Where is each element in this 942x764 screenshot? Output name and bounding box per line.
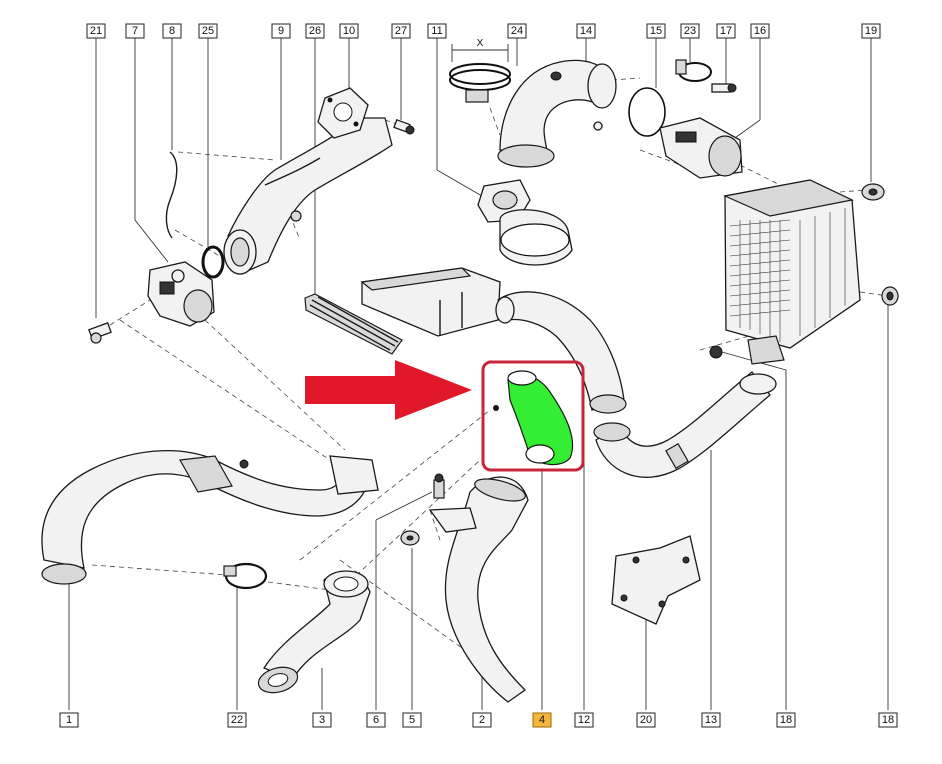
part-clamp-24: X: [449, 38, 511, 103]
part-sensor-16: [659, 117, 743, 179]
part-grommet-18: [881, 286, 899, 306]
callout-9: 9: [271, 23, 291, 39]
part-oring-15: [628, 87, 666, 137]
callout-22: 22: [227, 712, 247, 728]
callout-18: 18: [776, 712, 796, 728]
callout-15: 15: [646, 23, 666, 39]
svg-text:5: 5: [409, 714, 415, 726]
callout-16: 16: [750, 23, 770, 39]
part-hose-1: [41, 450, 379, 585]
svg-text:18: 18: [882, 714, 894, 726]
svg-text:15: 15: [650, 25, 662, 37]
callout-20: 20: [636, 712, 656, 728]
part-grille-26: [304, 293, 403, 355]
part-hose-12: [495, 291, 627, 414]
highlighted-hose-4: [507, 374, 574, 466]
callout-14: 14: [576, 23, 596, 39]
part-grommet-19: [861, 183, 885, 201]
callout-labels: 21 7 8 25 9 26 10 27 11 24 14 15 23 17 1…: [59, 23, 898, 728]
svg-text:19: 19: [865, 25, 877, 37]
svg-text:14: 14: [580, 25, 592, 37]
callout-3: 3: [312, 712, 332, 728]
callout-6: 6: [366, 712, 386, 728]
part-grommet-5: [400, 530, 420, 546]
svg-text:16: 16: [754, 25, 766, 37]
part-clip-23: [675, 59, 712, 82]
svg-text:3: 3: [319, 714, 325, 726]
svg-text:1: 1: [66, 714, 72, 726]
callout-4-highlighted: 4: [532, 712, 552, 728]
svg-text:26: 26: [309, 25, 321, 37]
callout-26: 26: [305, 23, 325, 39]
svg-text:2: 2: [479, 714, 485, 726]
callout-23: 23: [680, 23, 700, 39]
part-clamp-22: [223, 562, 268, 590]
part-valve-7: [147, 261, 215, 327]
callout-18-right: 18: [878, 712, 898, 728]
callout-8: 8: [162, 23, 182, 39]
svg-text:20: 20: [640, 714, 652, 726]
svg-text:25: 25: [202, 25, 214, 37]
callout-24: 24: [507, 23, 527, 39]
svg-text:23: 23: [684, 25, 696, 37]
callout-25: 25: [198, 23, 218, 39]
part-air-duct: [360, 267, 501, 337]
callout-13: 13: [701, 712, 721, 728]
callout-27: 27: [391, 23, 411, 39]
svg-text:27: 27: [395, 25, 407, 37]
part-intercooler: [709, 179, 861, 365]
dimension-mark: X: [477, 38, 484, 49]
part-pipe-8: [165, 151, 178, 239]
part-hose-13: [593, 371, 777, 478]
callout-17: 17: [716, 23, 736, 39]
svg-text:11: 11: [431, 25, 442, 37]
part-connector-11: [477, 179, 573, 266]
pointer-arrow: [305, 360, 472, 420]
svg-text:17: 17: [720, 25, 732, 37]
callout-5: 5: [402, 712, 422, 728]
svg-text:21: 21: [90, 25, 102, 37]
callout-1: 1: [59, 712, 79, 728]
part-flange-10: [317, 87, 369, 139]
svg-text:7: 7: [132, 25, 138, 37]
part-hose-3: [257, 570, 371, 694]
part-bracket-20: [611, 535, 701, 625]
assembly-dashed-lines: [91, 77, 889, 691]
part-elbow-hose-14: [497, 59, 617, 168]
part-bolt-21: [88, 322, 112, 344]
svg-text:6: 6: [373, 714, 379, 726]
svg-text:8: 8: [169, 25, 175, 37]
part-screw-17: [711, 83, 737, 93]
highlight-part-4: [481, 360, 585, 472]
svg-text:13: 13: [705, 714, 717, 726]
svg-text:12: 12: [578, 714, 590, 726]
leader-lines: [68, 38, 889, 710]
callout-21: 21: [86, 23, 106, 39]
part-intake-pipe-9: [223, 117, 393, 275]
part-gasket-25: [201, 245, 225, 279]
callout-19: 19: [861, 23, 881, 39]
svg-text:24: 24: [511, 25, 523, 37]
part-bolt-6: [428, 473, 477, 533]
callout-2: 2: [472, 712, 492, 728]
callout-7: 7: [125, 23, 145, 39]
svg-text:9: 9: [278, 25, 284, 37]
svg-text:10: 10: [343, 25, 355, 37]
part-screw-27: [393, 119, 415, 135]
highlight-box: [481, 360, 585, 472]
svg-text:4: 4: [539, 714, 545, 726]
svg-text:18: 18: [780, 714, 792, 726]
callout-12: 12: [574, 712, 594, 728]
callout-11: 11: [427, 23, 447, 39]
svg-text:22: 22: [231, 714, 243, 726]
callout-10: 10: [339, 23, 359, 39]
part-hose-2: [444, 476, 529, 703]
